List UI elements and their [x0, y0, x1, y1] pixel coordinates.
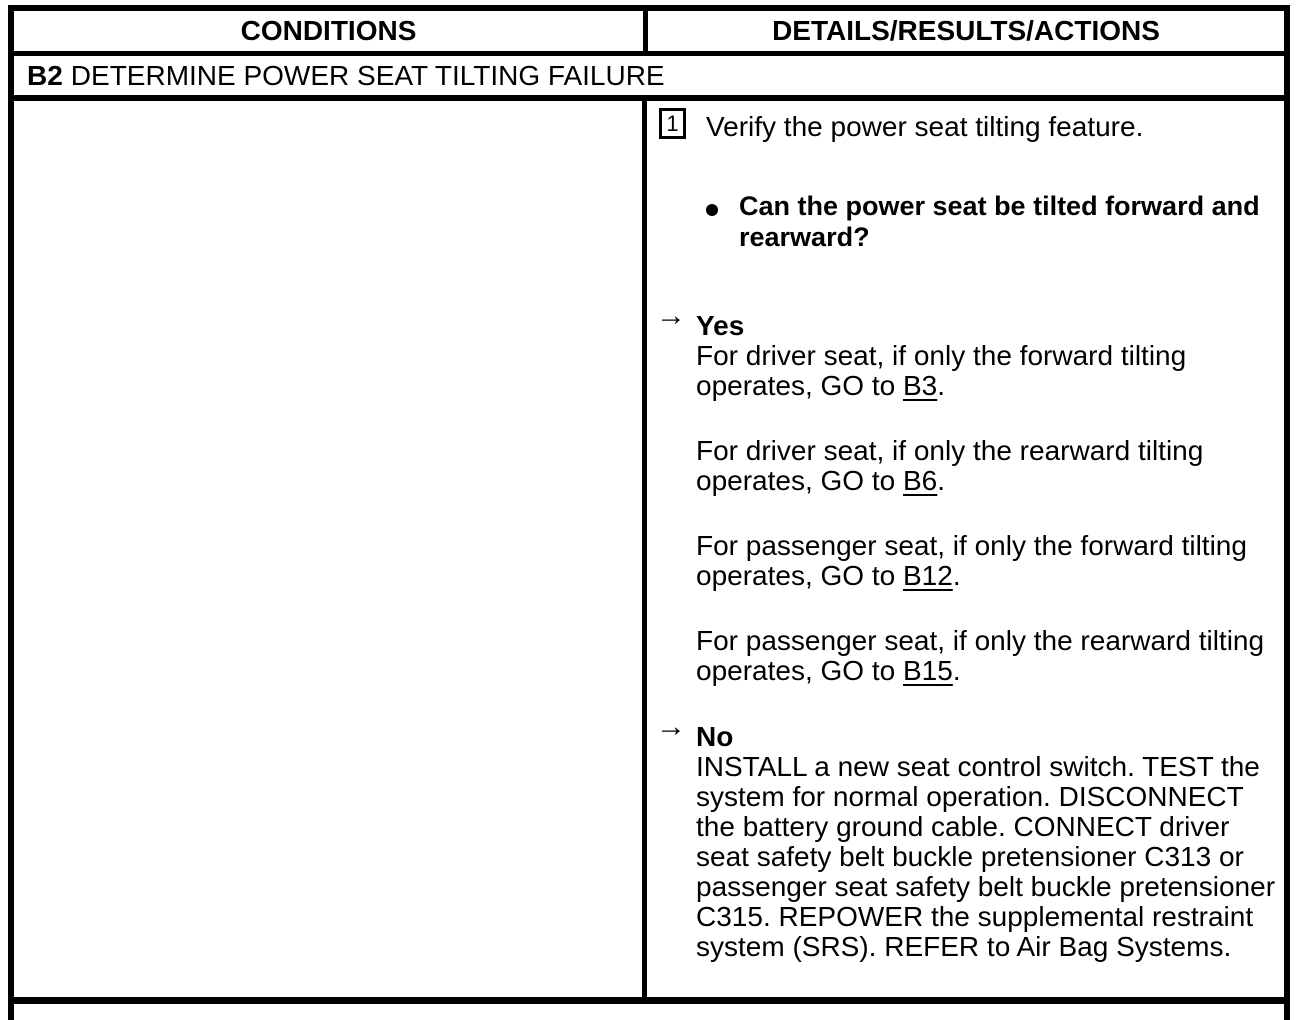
yes-outcome-paragraph: For passenger seat, if only the rearward… — [696, 626, 1282, 686]
no-result-label-line: → No — [656, 711, 1284, 752]
step-question-text: Can the power seat be tilted forward and… — [739, 191, 1260, 252]
step-number: 1 — [666, 110, 679, 136]
outcome-suffix: . — [952, 560, 961, 591]
test-title: DETERMINE POWER SEAT TILTING FAILURE — [70, 59, 665, 91]
result-arrow-icon: → — [656, 710, 686, 743]
outcome-suffix: . — [937, 370, 946, 401]
test-body-row: 1 Verify the power seat tilting feature.… — [14, 101, 1284, 1004]
table-header-row: CONDITIONS DETAILS/RESULTS/ACTIONS — [14, 11, 1284, 56]
pinpoint-test-table: CONDITIONS DETAILS/RESULTS/ACTIONS B2 DE… — [8, 5, 1290, 1020]
details-header-label: DETAILS/RESULTS/ACTIONS — [772, 15, 1160, 46]
bullet-icon — [706, 204, 718, 216]
yes-outcome-paragraph: For driver seat, if only the forward til… — [696, 341, 1282, 401]
outcome-text: For driver seat, if only the rearward ti… — [696, 435, 1204, 496]
details-cell: 1 Verify the power seat tilting feature.… — [647, 101, 1284, 997]
test-title-row: B2 DETERMINE POWER SEAT TILTING FAILURE — [14, 56, 1284, 101]
step-instruction-line: 1 Verify the power seat tilting feature. — [659, 108, 1284, 142]
goto-link-b12[interactable]: B12 — [903, 560, 953, 591]
step-number-box: 1 — [659, 108, 686, 139]
outcome-text: For driver seat, if only the forward til… — [696, 340, 1187, 401]
conditions-cell — [14, 101, 647, 997]
no-action-paragraph: INSTALL a new seat control switch. TEST … — [696, 751, 1276, 962]
yes-outcome-paragraph: For driver seat, if only the rearward ti… — [696, 436, 1282, 496]
goto-link-b3[interactable]: B3 — [903, 370, 938, 401]
no-label: No — [696, 721, 734, 752]
result-arrow-icon: → — [656, 299, 686, 332]
no-result-block: → No INSTALL a new seat control switch. … — [656, 711, 1284, 962]
goto-link-b6[interactable]: B6 — [903, 465, 938, 496]
next-row-cutoff — [14, 1004, 1284, 1020]
step-instruction: Verify the power seat tilting feature. — [706, 111, 1144, 142]
goto-link-b15[interactable]: B15 — [903, 655, 953, 686]
yes-outcome-paragraph: For passenger seat, if only the forward … — [696, 531, 1282, 591]
outcome-text: For passenger seat, if only the forward … — [696, 530, 1247, 591]
column-header-conditions: CONDITIONS — [14, 11, 648, 51]
outcome-suffix: . — [952, 655, 961, 686]
test-id: B2 — [27, 59, 63, 91]
outcome-suffix: . — [937, 465, 946, 496]
yes-result-block: → Yes For driver seat, if only the forwa… — [656, 300, 1284, 686]
yes-label: Yes — [696, 310, 745, 341]
column-header-details: DETAILS/RESULTS/ACTIONS — [648, 11, 1284, 51]
conditions-header-label: CONDITIONS — [240, 15, 417, 46]
step-question: Can the power seat be tilted forward and… — [696, 191, 1284, 253]
outcome-text: For passenger seat, if only the rearward… — [696, 625, 1265, 686]
yes-result-label-line: → Yes — [656, 300, 1284, 341]
